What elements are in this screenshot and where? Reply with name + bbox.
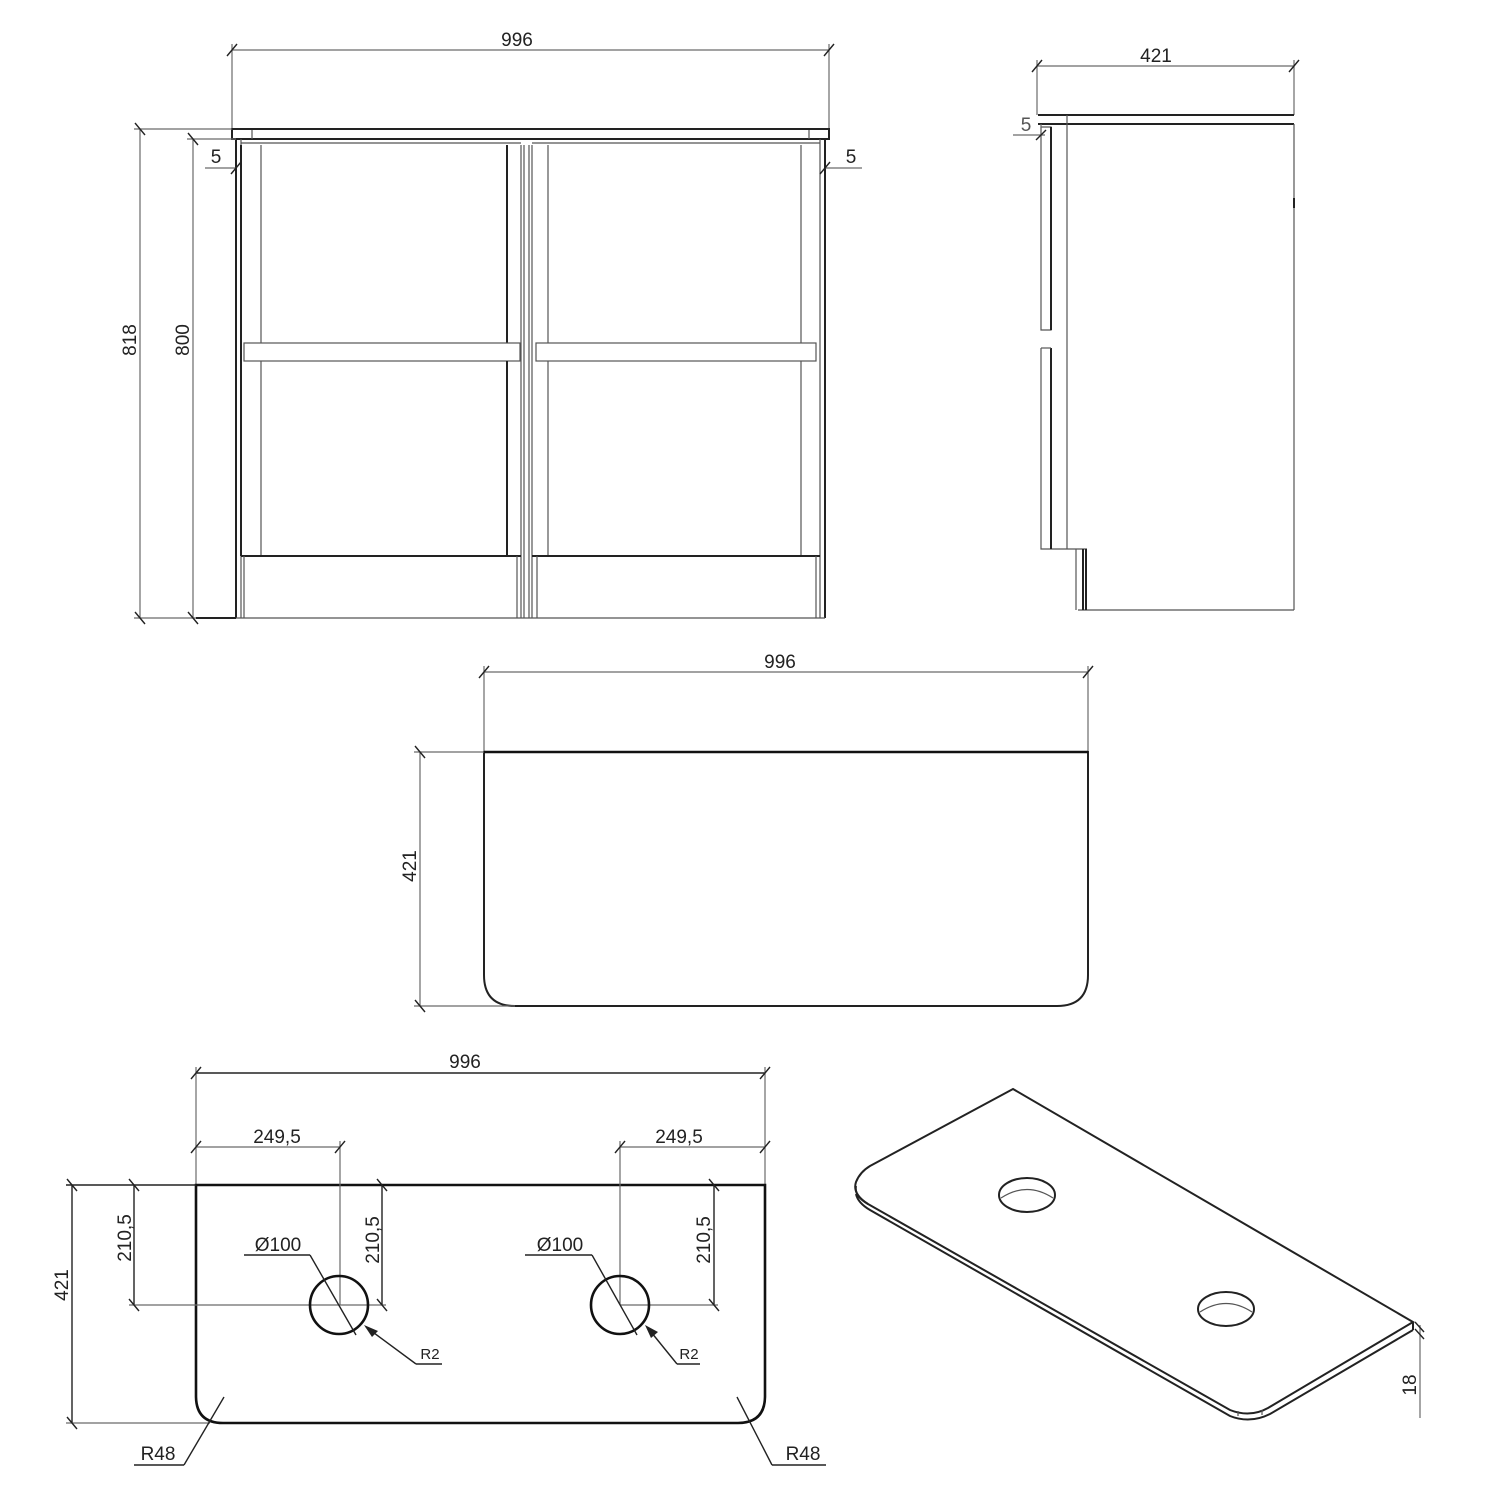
side-top-reveal-dimension: 5 xyxy=(1013,115,1047,141)
front-right-reveal-dimension: 5 xyxy=(819,147,862,175)
right-hole-y-label: 210,5 xyxy=(694,1216,715,1264)
side-depth-dimension: 421 xyxy=(1031,46,1300,115)
side-top-reveal-label: 5 xyxy=(1021,115,1032,136)
left-hole-y-dimension-outer: 210,5 xyxy=(115,1178,386,1312)
right-basin-hole: Ø100 R2 xyxy=(525,1235,700,1365)
top-plan-depth-label: 421 xyxy=(400,850,421,882)
isometric-thickness-label: 18 xyxy=(1400,1374,1421,1395)
isometric-hole-left xyxy=(998,1177,1056,1213)
top-plan-width-dimension: 996 xyxy=(478,652,1094,752)
front-elevation-view: 996 xyxy=(120,30,862,625)
isometric-countertop-view: 18 xyxy=(854,1087,1425,1421)
left-hole-radius-label: R2 xyxy=(420,1346,439,1363)
right-hole-diameter-label: Ø100 xyxy=(537,1235,583,1256)
front-left-reveal-dimension: 5 xyxy=(205,147,242,175)
top-plan-view: 996 421 xyxy=(400,652,1094,1013)
left-hole-y-dimension-inner: 210,5 xyxy=(363,1178,388,1312)
countertop-depth-dimension: 421 xyxy=(52,1178,210,1430)
left-corner-radius-label: R48 xyxy=(141,1444,176,1465)
right-corner-radius-label: R48 xyxy=(786,1444,821,1465)
front-overall-height-label: 818 xyxy=(120,324,141,356)
left-hole-y-label-inner: 210,5 xyxy=(363,1216,384,1264)
top-plan-width-label: 996 xyxy=(764,652,796,673)
isometric-hole-right xyxy=(1197,1291,1255,1327)
right-hole-x-dimension: 249,5 xyxy=(614,1127,771,1305)
countertop-depth-label: 421 xyxy=(52,1269,73,1301)
countertop-width-dimension: 996 xyxy=(190,1052,771,1185)
right-hole-y-dimension: 210,5 xyxy=(620,1178,720,1312)
side-depth-label: 421 xyxy=(1140,46,1172,67)
left-hole-x-label: 249,5 xyxy=(253,1127,301,1148)
front-right-door xyxy=(528,142,820,618)
right-hole-radius-label: R2 xyxy=(679,1346,698,1363)
front-overall-height-dimension: 818 xyxy=(120,122,232,625)
left-corner-radius-callout: R48 xyxy=(134,1396,225,1466)
left-basin-hole: Ø100 R2 xyxy=(244,1235,442,1365)
front-left-reveal-label: 5 xyxy=(211,147,222,168)
front-cabinet-height-label: 800 xyxy=(173,324,194,356)
top-plan-depth-dimension: 421 xyxy=(400,745,515,1013)
countertop-plan-view: 996 249,5 210,5 210,5 xyxy=(52,1052,826,1466)
isometric-thickness-dimension: 18 xyxy=(1400,1321,1425,1418)
left-hole-y-label-outer: 210,5 xyxy=(115,1214,136,1262)
left-hole-x-dimension: 249,5 xyxy=(190,1127,346,1305)
front-width-label: 996 xyxy=(501,30,533,51)
right-corner-radius-callout: R48 xyxy=(736,1396,826,1466)
front-right-reveal-label: 5 xyxy=(846,147,857,168)
countertop-width-label: 996 xyxy=(449,1052,481,1073)
front-left-door xyxy=(240,142,525,618)
left-hole-diameter-label: Ø100 xyxy=(255,1235,301,1256)
side-elevation-view: 421 5 xyxy=(1013,46,1300,611)
front-width-dimension: 996 xyxy=(226,30,835,130)
front-cabinet-height-dimension: 800 xyxy=(173,132,236,625)
right-hole-x-label: 249,5 xyxy=(655,1127,703,1148)
